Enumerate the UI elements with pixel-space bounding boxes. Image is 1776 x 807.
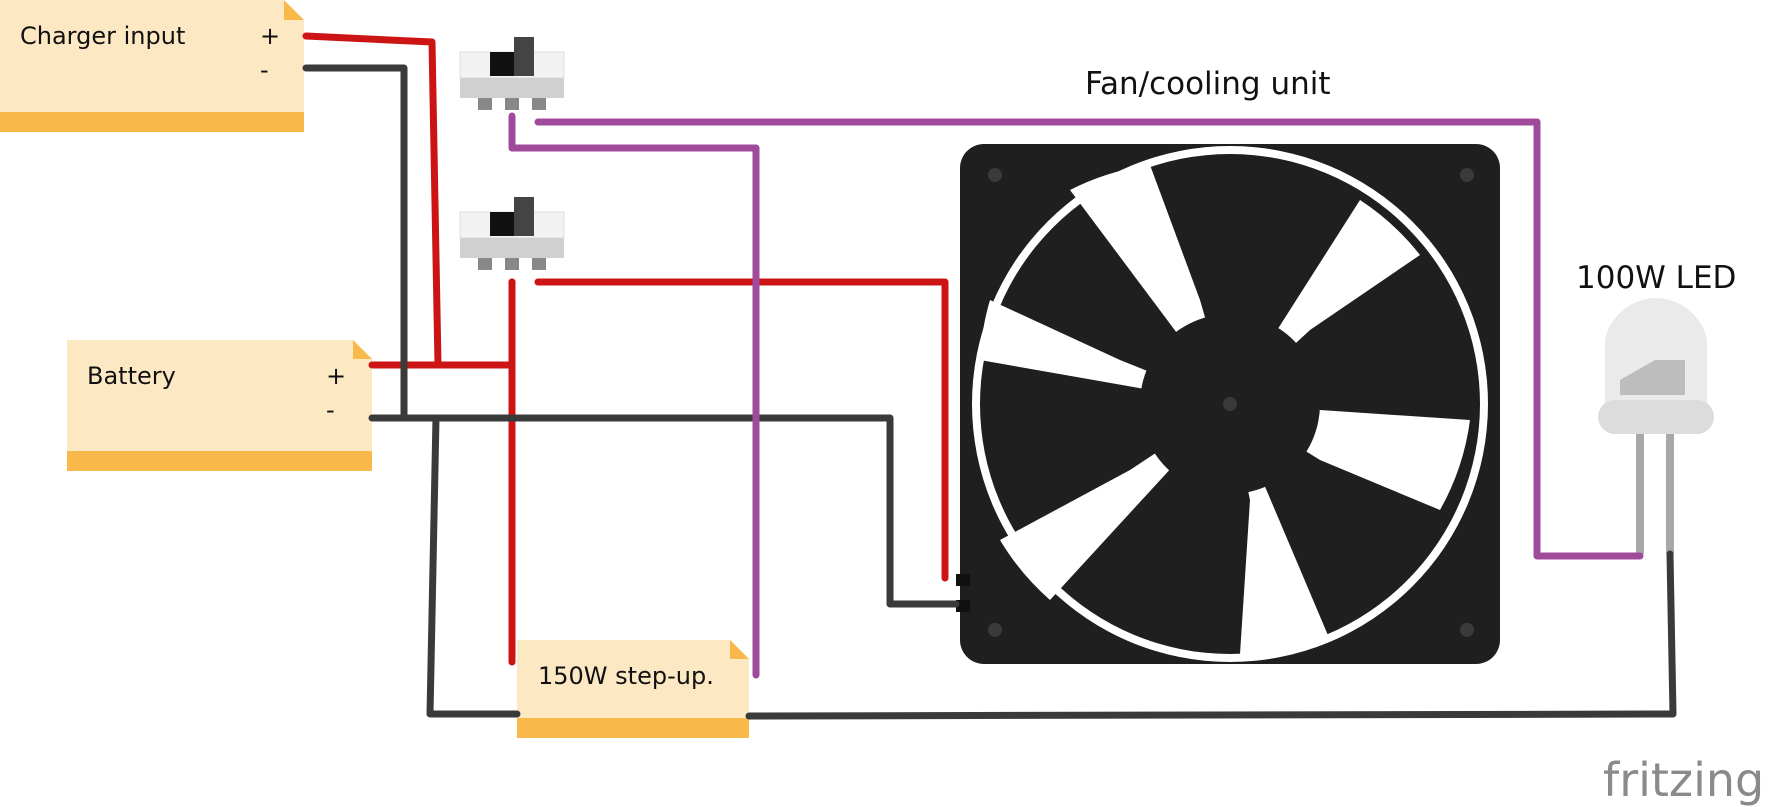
fritzing-logo: fritzing <box>1603 753 1764 807</box>
wire-black-step-up-to-led <box>745 550 1677 720</box>
battery-minus: - <box>326 396 335 424</box>
wire-purple-switch-to-led <box>534 118 1644 560</box>
fan-label: Fan/cooling unit <box>1085 66 1331 102</box>
step-up-title: 150W step-up. <box>538 662 714 690</box>
wire-black-ground-loop <box>426 414 521 718</box>
charger-input-note: Charger input + - <box>0 0 304 132</box>
step-up-note: 150W step-up. <box>517 640 749 738</box>
battery-note: Battery + - <box>67 340 372 471</box>
wires <box>302 32 1677 720</box>
cooling-fan <box>956 144 1500 664</box>
wire-black-charger-minus <box>302 64 408 420</box>
battery-plus: + <box>326 362 346 390</box>
led-label: 100W LED <box>1576 260 1736 296</box>
battery-title: Battery <box>87 362 176 390</box>
charger-input-minus: - <box>260 56 269 84</box>
slide-switch-top <box>459 37 565 110</box>
wire-red-charger-plus <box>302 32 442 369</box>
wire-red-battery-plus <box>368 278 516 369</box>
wire-purple-switch-to-step-up <box>508 112 760 679</box>
charger-input-plus: + <box>260 22 280 50</box>
wire-red-switch-to-fan <box>534 278 949 582</box>
wire-black-battery-minus <box>368 414 960 608</box>
slide-switch-bottom <box>459 197 565 270</box>
led-component <box>1598 298 1714 554</box>
charger-input-title: Charger input <box>20 22 185 50</box>
